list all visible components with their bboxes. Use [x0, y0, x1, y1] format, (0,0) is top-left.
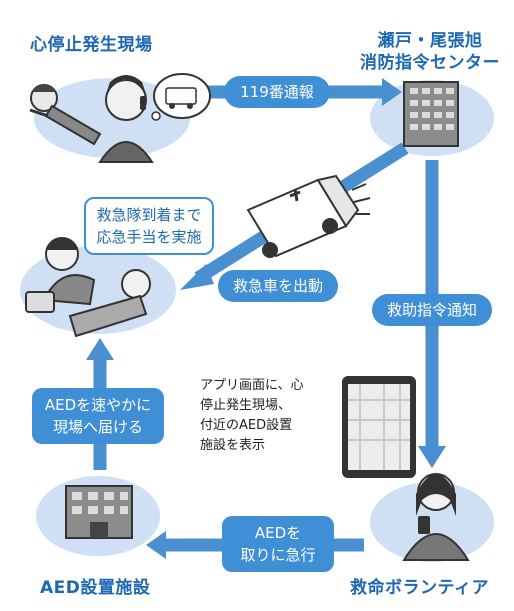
scene-ellipse [34, 78, 190, 158]
fetch-aed-line2: 取りに急行 [240, 546, 316, 564]
app-note-line2: 停止発生現場、 [200, 398, 292, 413]
arrow-ambulance-head [180, 264, 214, 290]
center-title-line1: 瀬戸・尾張旭 [377, 31, 483, 51]
app-screen-note: アプリ画面に、心 停止発生現場、 付近のAED設置 施設を表示 [200, 376, 335, 456]
arrow-rescue-head [418, 446, 446, 468]
app-note-line4: 施設を表示 [200, 438, 266, 453]
first-aid-bubble-line1: 救急隊到着まで [96, 206, 202, 224]
ambulance-thought-bubble [151, 73, 211, 121]
ambulance-illustration [246, 174, 371, 258]
first-aid-bubble: 救急隊到着まで 応急手当を実施 [84, 197, 214, 255]
facility-building-illustration [65, 485, 133, 539]
arrow-fetch-head [146, 531, 166, 559]
arrow-119-head [382, 78, 402, 106]
deliver-aed-line2: 現場へ届ける [52, 418, 143, 436]
deliver-aed-box: AEDを速やかに 現場へ届ける [32, 388, 164, 444]
center-title-line2: 消防指令センター [360, 53, 500, 73]
label-dispatch-ambulance: 救急車を出動 [218, 270, 338, 302]
app-note-line3: 付近のAED設置 [200, 418, 293, 433]
label-rescue-notification: 救助指令通知 [372, 294, 492, 326]
volunteer-illustration [402, 473, 470, 561]
volunteer-title: 救命ボランティア [350, 578, 489, 598]
first-aid-bubble-line2: 応急手当を実施 [96, 228, 202, 246]
phone-map-illustration [342, 376, 416, 478]
volunteer-ellipse [370, 482, 494, 562]
arrow-deliver-head [86, 338, 114, 360]
center-building-illustration [403, 81, 459, 147]
facility-title: AED設置施設 [40, 578, 151, 598]
app-note-line1: アプリ画面に、心 [200, 378, 304, 393]
scene-people-illustration [29, 75, 154, 163]
center-title: 瀬戸・尾張旭 消防指令センター [360, 30, 500, 74]
scene-title: 心停止発生現場 [30, 35, 153, 55]
fetch-aed-line1: AEDを [254, 524, 302, 542]
fetch-aed-box: AEDを 取りに急行 [222, 516, 334, 572]
label-119-call: 119番通報 [224, 76, 330, 108]
first-aid-people-illustration [25, 237, 151, 338]
deliver-aed-line1: AEDを速やかに [44, 396, 152, 414]
